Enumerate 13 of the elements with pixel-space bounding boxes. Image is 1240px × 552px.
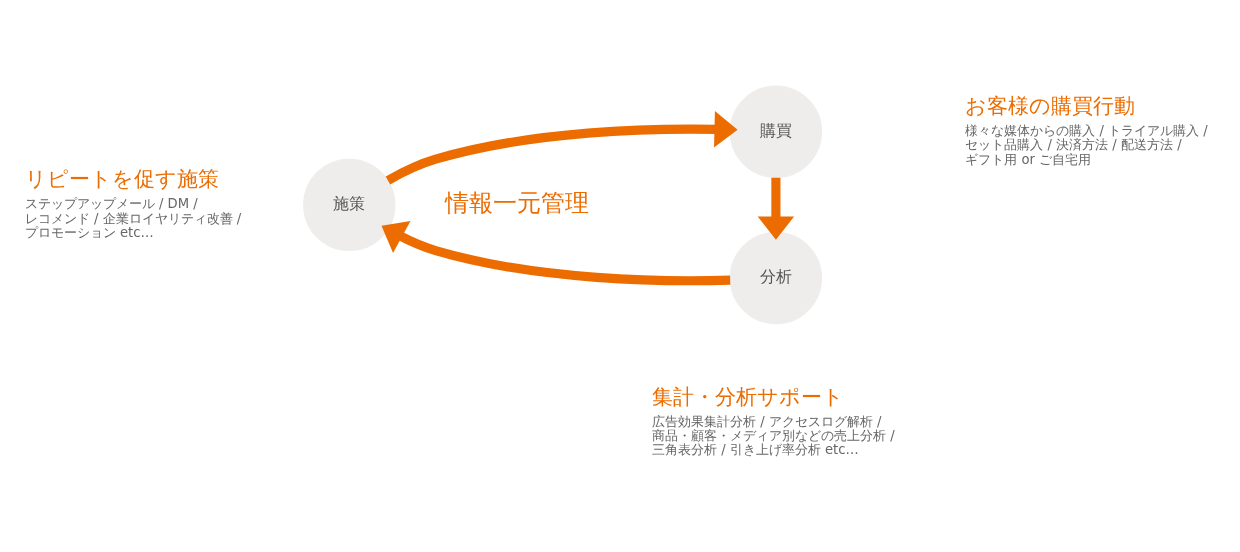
arrow [381, 220, 731, 286]
node-label: リピートを促す施策 [24, 166, 219, 192]
node-circle: 施策 [303, 158, 396, 252]
node-label: 広告効果集計分析 / アクセスログ解析 / 商品・顧客・メディア別などの売上分析 / 三角表分析 / 引き上げ率分析 etc… [651, 413, 895, 458]
node-label: 集計・分析サポート [651, 383, 844, 409]
arrow [385, 111, 738, 185]
label: 情報一元管理 [445, 188, 590, 218]
node-label: ステップアップメール / DM / レコメンド / 企業ロイヤリティ改善 / プロモーション etc… [24, 196, 242, 240]
node-label: お客様の購買行動 [965, 93, 1136, 119]
node-circle: 購買 [729, 85, 823, 178]
arrow [757, 177, 795, 240]
node-label: 様々な媒体からの購入 / トライアル購入 / セット品購入 / 決済方法 / 配送方法 / ギフト用 or ご自宅用 [965, 123, 1208, 167]
node-circle: 分析 [729, 231, 823, 325]
